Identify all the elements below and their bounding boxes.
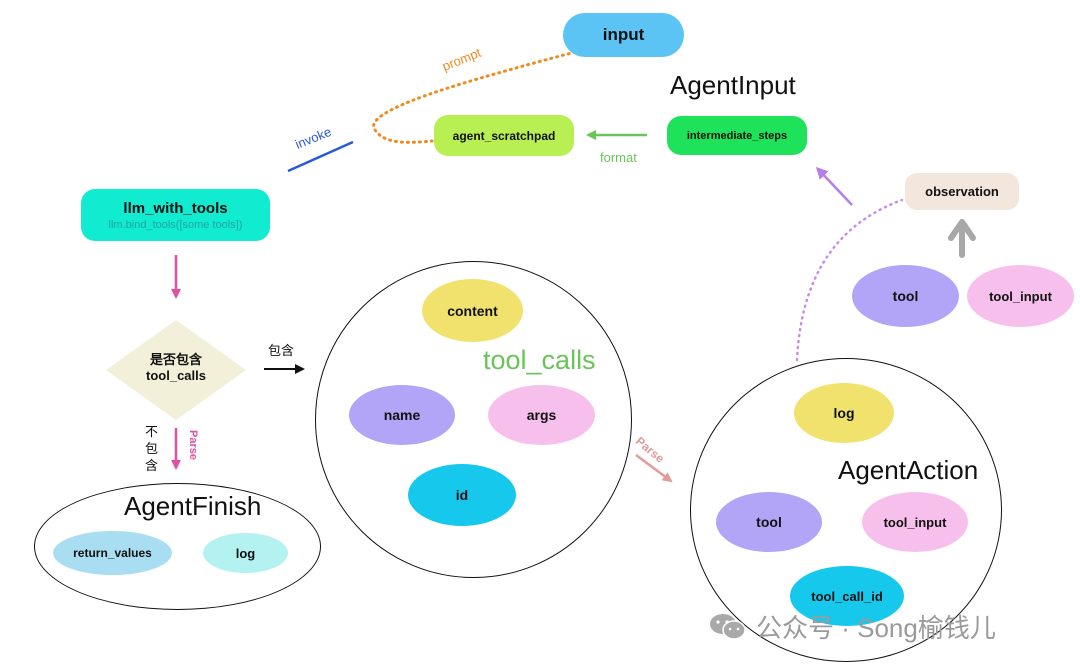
decision-diamond <box>106 320 246 420</box>
action-log-label: log <box>833 405 855 421</box>
agent-finish-title: AgentFinish <box>124 491 262 521</box>
format-label: format <box>600 150 637 165</box>
agent-scratchpad-label: agent_scratchpad <box>452 128 556 143</box>
action-tool-input-label: tool_input <box>883 514 947 530</box>
decision-label: 是否包含 tool_calls <box>106 352 246 384</box>
contains-label: 包含 <box>268 343 295 358</box>
parse-arrow <box>635 453 673 483</box>
tool-calls-title: tool_calls <box>483 345 596 375</box>
llm-bind-label: llm.bind_tools([some tools]) <box>108 218 243 231</box>
obs-tool-ellipse: tool <box>852 265 959 327</box>
decision-line2: tool_calls <box>146 368 206 383</box>
tool-call-id-label: tool_call_id <box>811 588 883 604</box>
agent-action-group <box>690 358 1002 662</box>
content-ellipse: content <box>422 279 523 342</box>
llm-with-tools-node: llm_with_tools llm.bind_tools([some tool… <box>81 189 270 241</box>
observation-to-steps-arrow <box>815 166 853 206</box>
return-values-label: return_values <box>73 546 152 560</box>
name-label: name <box>383 407 421 423</box>
input-node: input <box>563 13 684 57</box>
action-tool-input-ellipse: tool_input <box>862 492 968 552</box>
obs-tool-input-label: tool_input <box>989 288 1052 304</box>
return-values-ellipse: return_values <box>53 531 172 575</box>
id-ellipse: id <box>408 464 516 526</box>
llm-with-tools-label: llm_with_tools <box>123 199 228 217</box>
agent-action-title: AgentAction <box>838 455 979 485</box>
input-label: input <box>602 25 645 44</box>
agent-input-title: AgentInput <box>670 70 796 100</box>
id-label: id <box>455 487 469 503</box>
args-label: args <box>526 407 557 423</box>
tool-calls-group <box>315 261 632 578</box>
intermediate-steps-node: intermediate_steps <box>667 116 807 155</box>
args-ellipse: args <box>488 385 595 445</box>
not-contains-char3: 含 <box>145 458 159 473</box>
not-contains-char1: 不 <box>145 424 159 439</box>
intermediate-steps-label: intermediate_steps <box>686 129 788 142</box>
decision-line1: 是否包含 <box>149 352 202 367</box>
action-tool-ellipse: tool <box>716 492 822 552</box>
not-contains-char2: 包 <box>145 441 159 456</box>
finish-log-ellipse: log <box>203 533 288 573</box>
agent-finish-group <box>34 483 321 610</box>
name-ellipse: name <box>349 385 455 445</box>
watermark: 公众号 · Song榆钱儿 <box>708 608 996 645</box>
action-log-ellipse: log <box>794 383 894 443</box>
observation-label: observation <box>925 184 999 199</box>
agent-scratchpad-node: agent_scratchpad <box>434 115 574 156</box>
obs-tool-input-ellipse: tool_input <box>967 265 1074 327</box>
content-label: content <box>447 302 498 319</box>
invoke-connector <box>287 140 354 173</box>
finish-log-label: log <box>235 545 256 561</box>
tool-call-id-ellipse: tool_call_id <box>790 566 904 626</box>
gray-up-arrow <box>948 219 976 258</box>
wechat-icon <box>710 613 746 640</box>
not-contains-label: 不 包 含 <box>145 423 158 474</box>
obs-tool-label: tool <box>892 288 919 304</box>
parse-down-label: Parse <box>187 430 199 460</box>
action-tool-label: tool <box>756 514 782 530</box>
action-to-observation-connector <box>795 198 904 362</box>
observation-node: observation <box>905 173 1019 210</box>
prompt-connector <box>372 50 577 144</box>
watermark-text: 公众号 · Song榆钱儿 <box>756 613 996 643</box>
